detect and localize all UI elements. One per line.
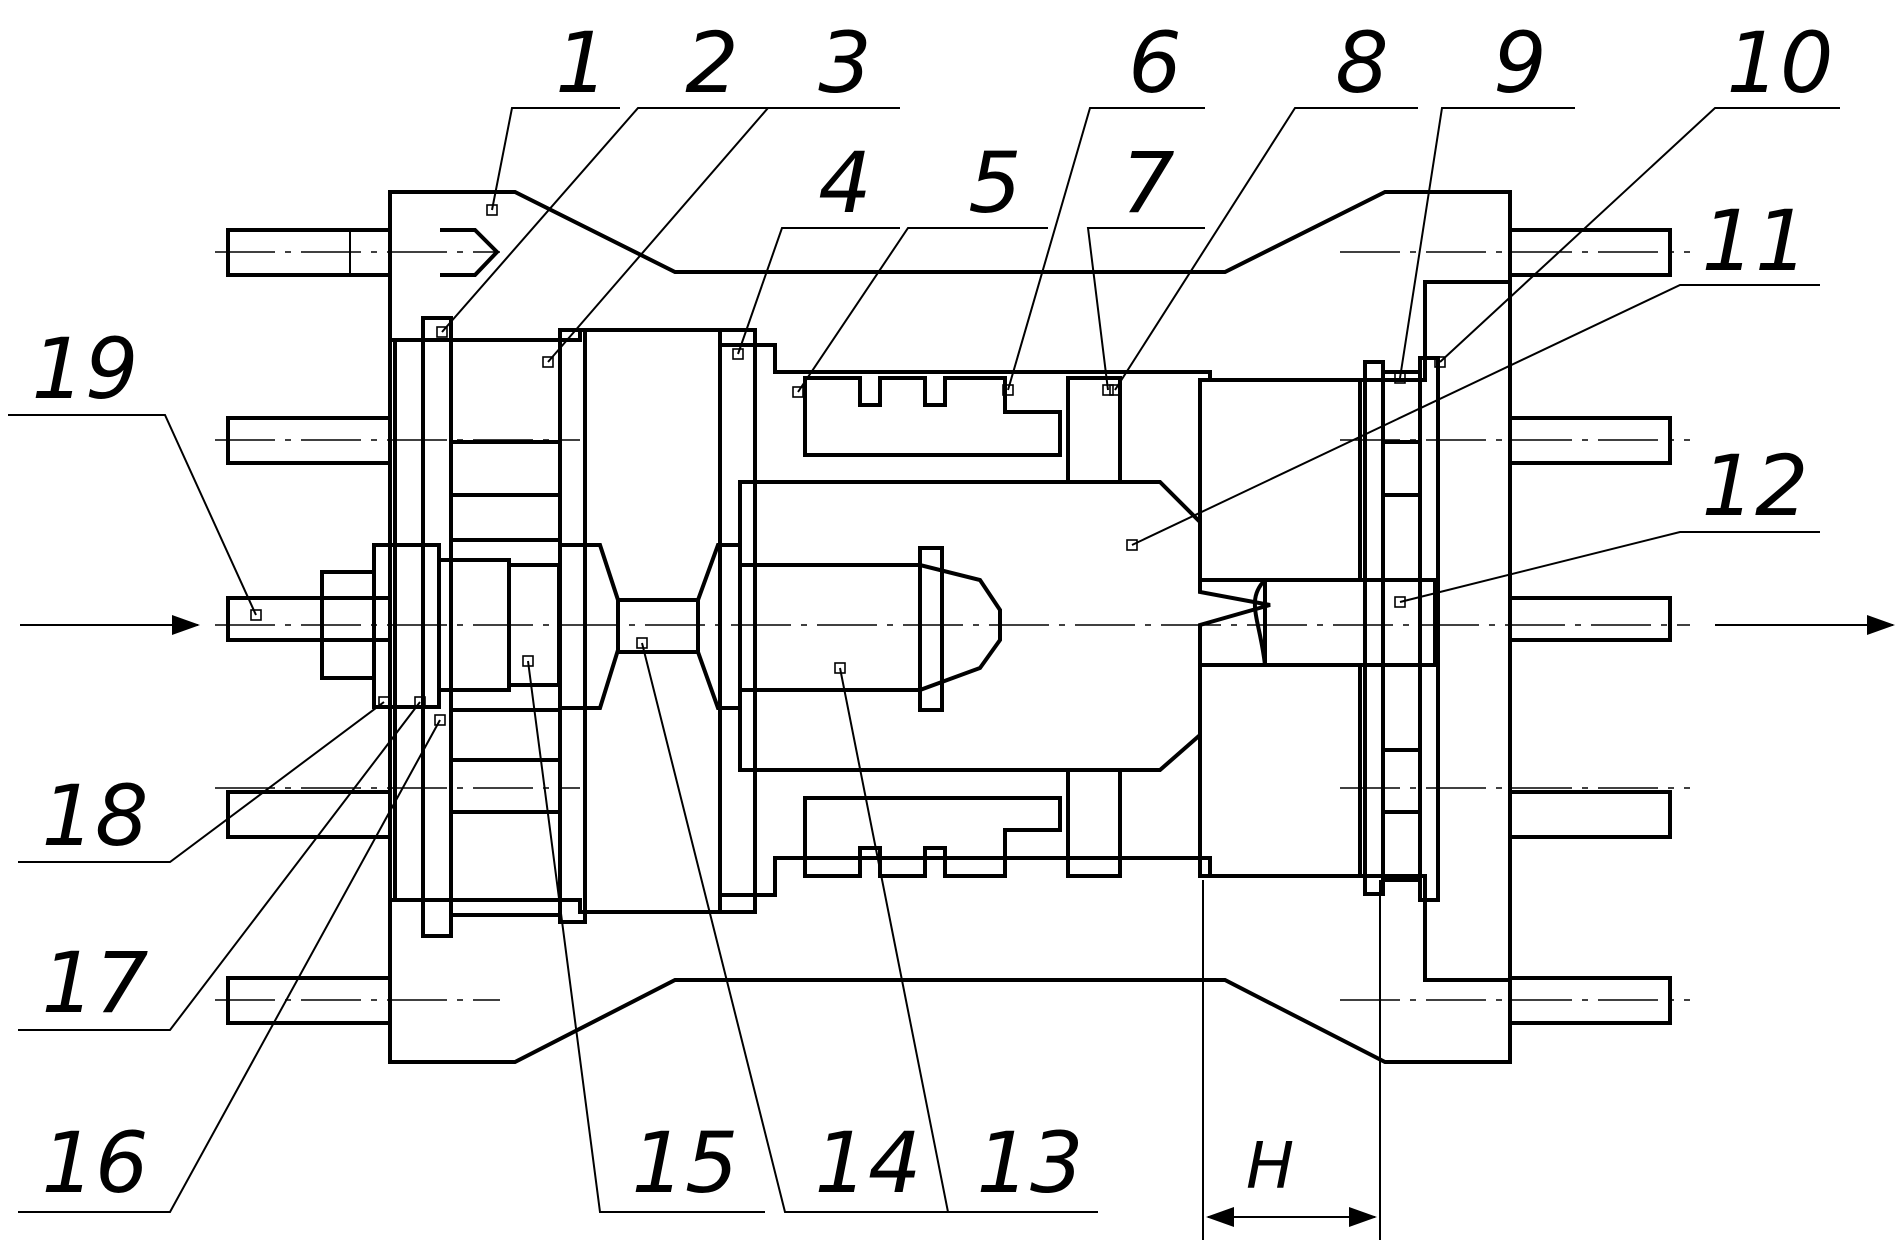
- leader-dot-7: [1102, 384, 1114, 396]
- leader-dot-11: [1126, 539, 1138, 551]
- leader-line-12: [1399, 531, 1820, 603]
- part-number-13: 13: [977, 1114, 1084, 1212]
- right-chamber: [1198, 356, 1440, 902]
- leader-line-11: [1131, 284, 1820, 546]
- part-number-10: 10: [1727, 14, 1834, 112]
- leader-dot-6: [1002, 384, 1014, 396]
- leader-line-4: [737, 227, 900, 355]
- stud-left-4: [226, 790, 392, 839]
- leader-dot-9: [1394, 372, 1406, 384]
- part-number-14: 14: [815, 1114, 922, 1212]
- leader-line-19: [8, 414, 257, 616]
- leader-dot-18: [378, 696, 390, 708]
- leader-line-3: [547, 107, 900, 363]
- part-number-19: 19: [32, 320, 139, 418]
- leader-line-8: [1114, 107, 1418, 391]
- part-number-6: 6: [1128, 14, 1181, 112]
- leader-line-16: [18, 719, 441, 1213]
- leader-line-17: [18, 701, 421, 1031]
- leader-dot-12: [1394, 596, 1406, 608]
- part-number-4: 4: [818, 134, 871, 232]
- part-number-3: 3: [818, 14, 871, 112]
- stud-right-4: [1508, 790, 1672, 839]
- leader-line-1: [491, 107, 620, 211]
- dimension-label: H: [1246, 1130, 1294, 1204]
- part-number-18: 18: [42, 767, 149, 865]
- part-number-17: 17: [42, 934, 149, 1032]
- leader-line-5: [797, 227, 1048, 393]
- part-number-9: 9: [1493, 14, 1546, 112]
- part-number-2: 2: [685, 14, 738, 112]
- leader-line-6: [1007, 107, 1205, 391]
- leader-line-14: [641, 642, 950, 1213]
- leader-dot-17: [414, 696, 426, 708]
- studs: [226, 228, 1672, 1025]
- left-end-assembly: [320, 316, 620, 938]
- stud-right-3: [1508, 596, 1672, 642]
- leader-line-10: [1439, 107, 1840, 363]
- part-number-7: 7: [1121, 134, 1174, 232]
- leader-line-2: [441, 107, 768, 333]
- leader-dot-4: [732, 348, 744, 360]
- leader-dot-15: [522, 655, 534, 667]
- dimension-h: H: [1202, 880, 1381, 1240]
- part-number-16: 16: [42, 1114, 149, 1212]
- part-number-5: 5: [968, 134, 1021, 232]
- stud-left-3: [226, 596, 392, 642]
- leader-line-7: [1086, 227, 1205, 391]
- leader-line-15: [527, 660, 765, 1213]
- center-lines: [215, 251, 1690, 1001]
- part-number-15: 15: [632, 1114, 739, 1212]
- leader-dot-13: [834, 662, 846, 674]
- leader-line-9: [1399, 107, 1575, 379]
- part-number-1: 1: [555, 14, 608, 112]
- leader-line-18: [18, 701, 385, 863]
- leader-dot-8: [1109, 384, 1121, 396]
- part-number-8: 8: [1335, 14, 1388, 112]
- part-number-12: 12: [1702, 437, 1809, 535]
- leader-dot-16: [434, 714, 446, 726]
- leader-dot-2: [436, 326, 448, 338]
- leader-dot-10: [1434, 356, 1446, 368]
- leader-dot-3: [542, 356, 554, 368]
- leader-dot-1: [486, 204, 498, 216]
- leader-dot-14: [636, 637, 648, 649]
- leader-dot-19: [250, 609, 262, 621]
- leader-dot-5: [792, 386, 804, 398]
- central-assembly: [616, 328, 1271, 914]
- part-number-11: 11: [1702, 192, 1809, 290]
